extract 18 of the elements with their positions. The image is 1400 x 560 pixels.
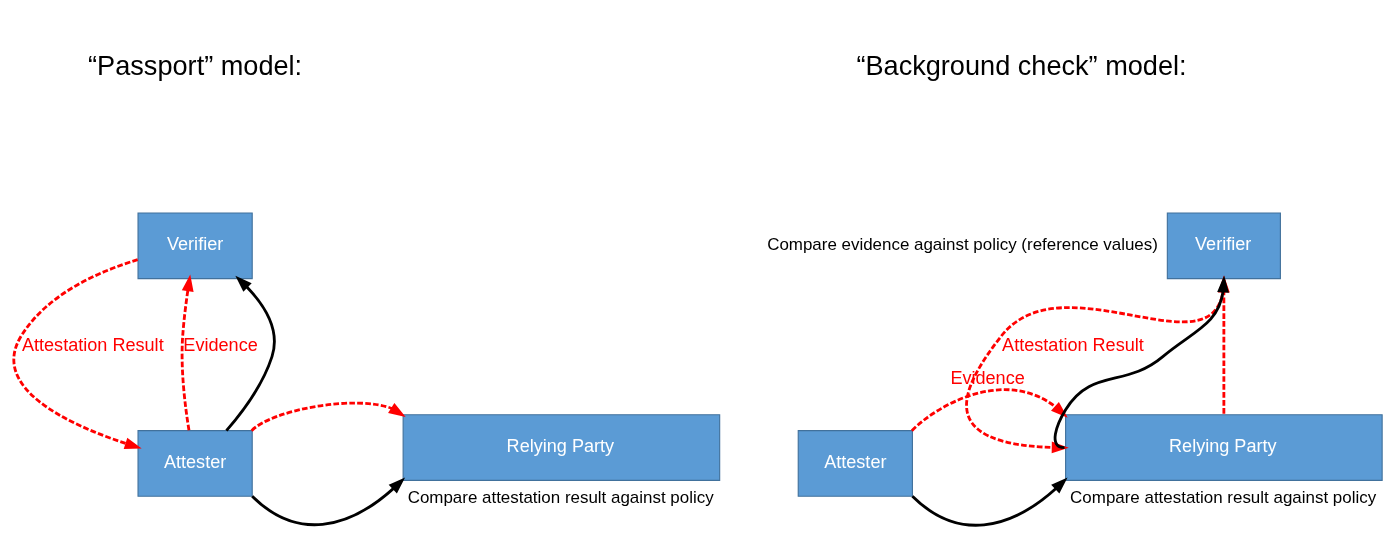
node-box: Verifier: [137, 211, 253, 279]
edge-label: Evidence: [183, 334, 258, 355]
node-label: Compare evidence against policy (reference values): [767, 234, 1158, 254]
arrow: [180, 273, 194, 430]
node-label: Compare attestation result against policy: [1070, 487, 1377, 507]
node-box: Attester: [797, 429, 913, 497]
label: “Background check” model:: [856, 49, 1187, 81]
arrow: [910, 387, 1068, 432]
arrow: [225, 275, 276, 432]
node-box: Attester: [137, 429, 253, 497]
arrow: [911, 476, 1068, 527]
label: “Passport” model:: [88, 49, 303, 81]
edge-label: Attestation Result: [1002, 334, 1144, 355]
edge-label: Attestation Result: [21, 334, 164, 355]
arrow: [12, 257, 142, 449]
arrow: [250, 401, 406, 432]
node-label: Compare attestation result against policy: [407, 487, 714, 507]
arrow: [251, 476, 406, 526]
